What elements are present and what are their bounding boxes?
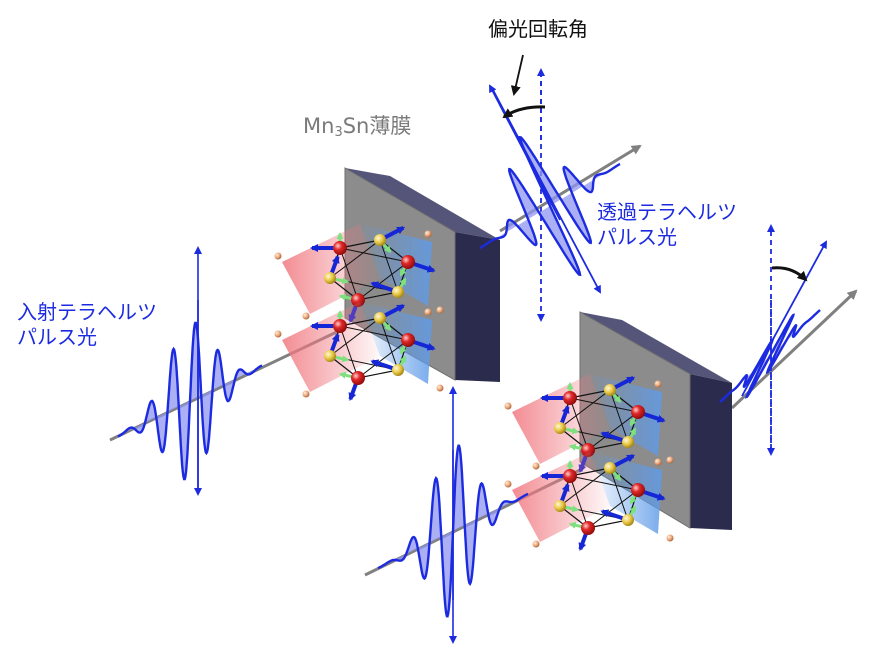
front-small-atom	[533, 541, 540, 548]
rotation-angle-label: 偏光回転角	[488, 17, 588, 42]
front-atom	[622, 436, 634, 448]
film-label-suffix: Sn薄膜	[343, 114, 412, 138]
rotated-polarization-axis	[492, 88, 600, 292]
back-atom	[351, 371, 365, 385]
front-small-atom	[505, 481, 512, 488]
film-label-subscript: 3	[334, 125, 342, 140]
front-atom	[604, 384, 616, 396]
front-atom	[554, 422, 566, 434]
front-atom	[563, 391, 577, 405]
transmitted-waveform-front	[720, 310, 820, 402]
back-atom	[401, 255, 415, 269]
back-atom	[324, 272, 336, 284]
transmitted-label-line2: パルス光	[597, 225, 737, 250]
back-small-atom	[437, 307, 444, 314]
back-small-atom	[275, 331, 282, 338]
incident-pulse-label: 入射テラヘルツ パルス光	[17, 300, 157, 350]
front-rotation-angle-arrow	[772, 268, 806, 280]
film-label: Mn3Sn薄膜	[303, 113, 411, 141]
back-atom	[401, 333, 415, 347]
back-atom	[374, 312, 386, 324]
back-atom	[333, 319, 347, 333]
back-atom	[392, 364, 404, 376]
front-atom	[563, 469, 577, 483]
front-atom	[604, 462, 616, 474]
back-atom	[324, 350, 336, 362]
back-small-atom	[437, 385, 444, 392]
front-small-atom	[655, 381, 662, 388]
front-plane-2	[505, 452, 674, 549]
front-atom	[631, 483, 645, 497]
back-small-atom	[425, 309, 432, 316]
back-small-atom	[303, 313, 310, 320]
back-atom	[333, 241, 347, 255]
back-atom	[392, 286, 404, 298]
back-small-atom	[425, 231, 432, 238]
front-rotated-axis	[742, 242, 826, 396]
front-atom	[554, 500, 566, 512]
transmitted-wave-front-curve	[720, 310, 820, 402]
back-small-atom	[303, 391, 310, 398]
transmitted-label-line1: 透過テラヘルツ	[597, 200, 737, 225]
incident-label-line1: 入射テラヘルツ	[17, 300, 157, 325]
front-small-atom	[533, 463, 540, 470]
front-small-atom	[655, 459, 662, 466]
front-small-atom	[505, 403, 512, 410]
rotation-angle-arrow	[504, 107, 545, 117]
front-atom	[581, 521, 595, 535]
transmitted-pulse-label: 透過テラヘルツ パルス光	[597, 200, 737, 250]
front-small-atom	[667, 535, 674, 542]
back-atom	[374, 234, 386, 246]
front-small-atom	[667, 457, 674, 464]
front-atom	[622, 514, 634, 526]
front-atom	[631, 405, 645, 419]
film-label-prefix: Mn	[303, 114, 334, 138]
incident-label-line2: パルス光	[17, 325, 157, 350]
back-small-atom	[275, 253, 282, 260]
back-plane-2	[275, 302, 444, 399]
rotation-label-pointer	[514, 55, 523, 94]
